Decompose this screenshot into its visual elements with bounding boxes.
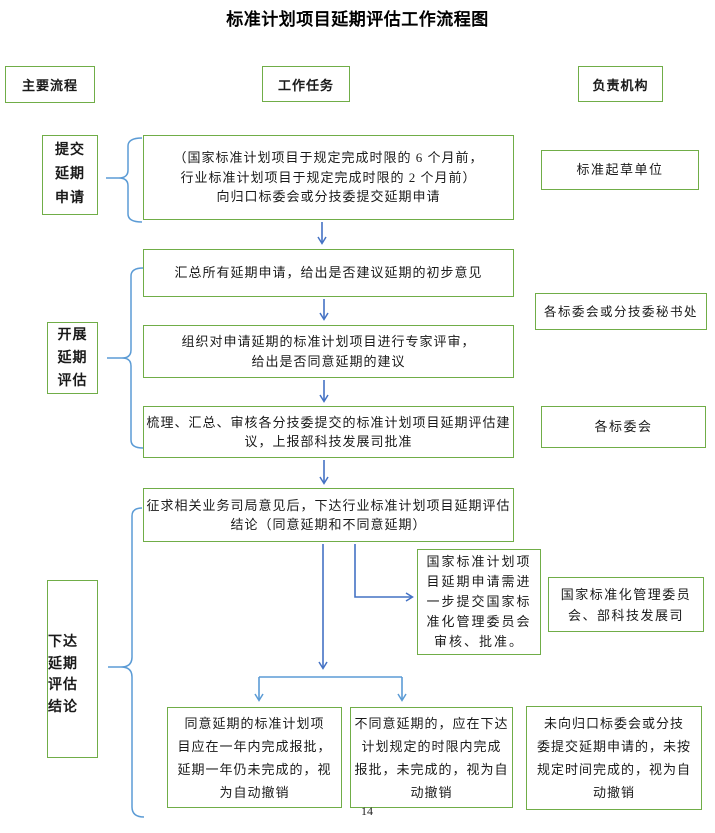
brace-conclusion-stage xyxy=(120,507,145,818)
stage-submit-application: 提交 延期 申请 xyxy=(42,135,98,215)
page-title: 标准计划项目延期评估工作流程图 xyxy=(226,10,489,29)
national-standard-note-box: 国家标准计划项 目延期申请需进 一步提交国家标 准化管理委员会 审核、批准。 xyxy=(417,549,541,655)
stage-issue-conclusion: 下达 延期 评估 结论 xyxy=(47,580,98,758)
stage-conduct-evaluation: 开展 延期 评估 xyxy=(47,322,98,394)
task-submit-application-box: （国家标准计划项目于规定完成时限的 6 个月前， 行业标准计划项目于规定完成时限… xyxy=(143,135,514,220)
outcome-disagree-box: 不同意延期的，应在下达 计划规定的时限内完成 报批，未完成的，视为自 动撤销 xyxy=(350,707,513,808)
brace-evaluation-stage xyxy=(121,267,144,449)
page-number: 14 xyxy=(361,804,373,818)
column-header-responsible-org: 负责机构 xyxy=(578,66,663,102)
arrow-task5-to-national-note xyxy=(354,544,414,602)
brace-submit-stage xyxy=(118,137,143,223)
column-header-work-tasks: 工作任务 xyxy=(262,66,350,102)
outcome-no-application-box: 未向归口标委会或分技 委提交延期申请的，未按 规定时间完成的，视为自 动撤销 xyxy=(526,706,702,810)
task-expert-review-box: 组织对申请延期的标准计划项目进行专家评审， 给出是否同意延期的建议 xyxy=(143,325,514,378)
org-drafting-unit-box: 标准起草单位 xyxy=(541,150,699,190)
org-committees-box: 各标委会 xyxy=(541,406,706,448)
column-header-main-process: 主要流程 xyxy=(5,66,95,103)
org-secretariat-box: 各标委会或分技委秘书处 xyxy=(535,293,707,330)
task-consolidate-box: 梳理、汇总、审核各分技委提交的标准计划项目延期评估建 议，上报部科技发展司批准 xyxy=(143,406,514,458)
task-issue-conclusion-box: 征求相关业务司局意见后，下达行业标准计划项目延期评估 结论（同意延期和不同意延期… xyxy=(143,488,514,542)
outcome-agree-box: 同意延期的标准计划项 目应在一年内完成报批， 延期一年仍未完成的，视 为自动撤销 xyxy=(167,707,342,808)
task-summarize-box: 汇总所有延期申请，给出是否建议延期的初步意见 xyxy=(143,249,514,297)
org-sac-and-dept-box: 国家标准化管理委员 会、部科技发展司 xyxy=(548,577,704,632)
